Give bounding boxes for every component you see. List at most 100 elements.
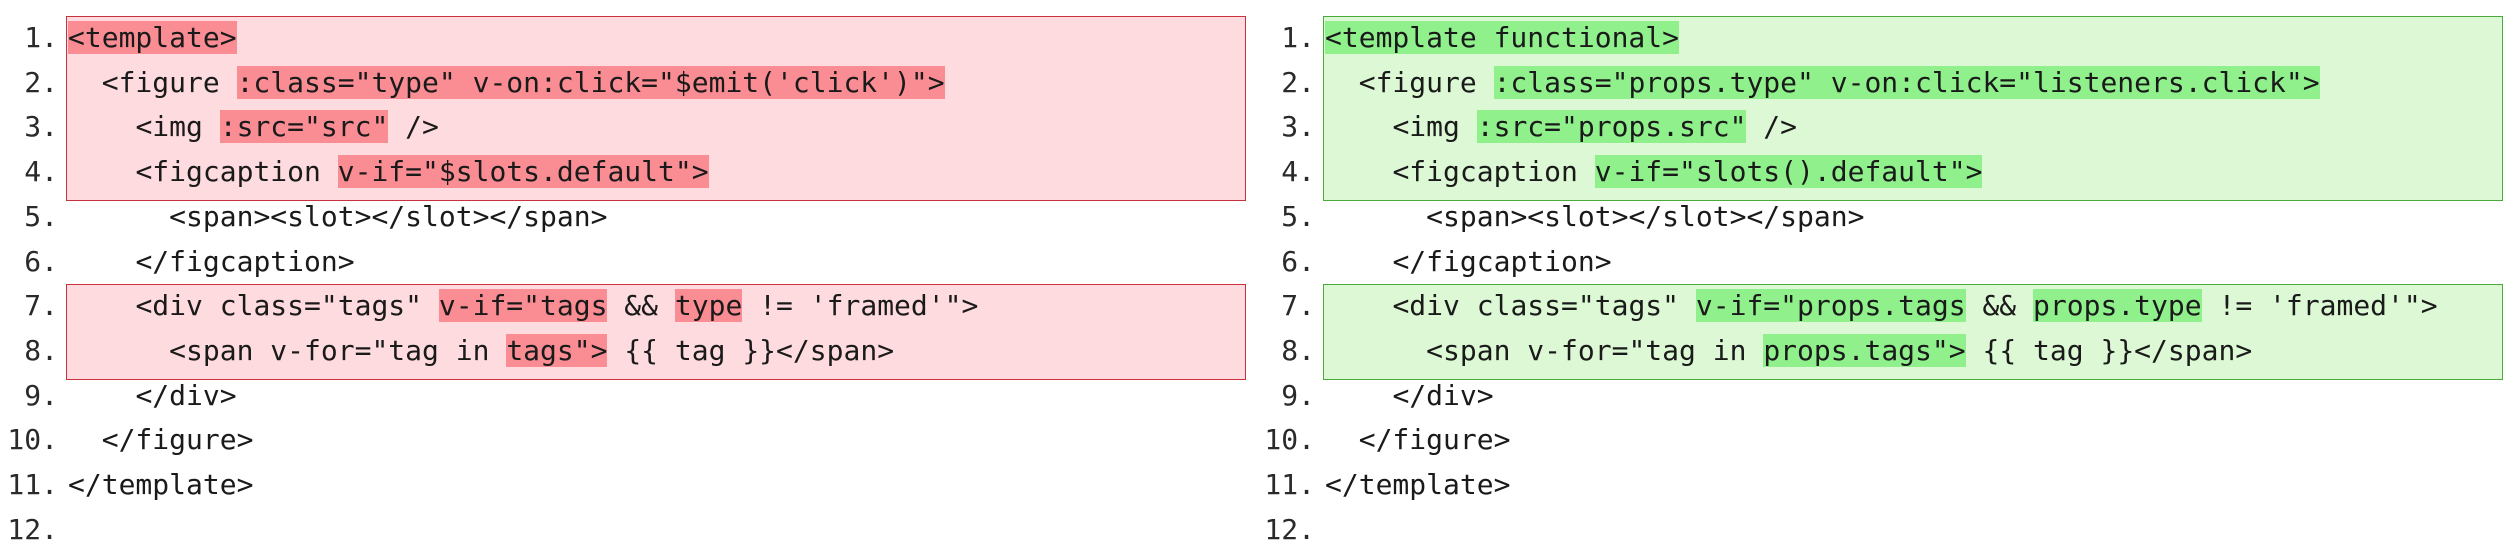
line-code: <span><slot></slot></span> — [68, 199, 607, 235]
indent — [68, 200, 169, 233]
line-number: 5. — [1281, 199, 1315, 233]
code-line: 1.<template> — [0, 20, 1250, 56]
changed-token: type — [674, 289, 743, 323]
line-number: 7. — [1281, 289, 1315, 323]
line-number: 12. — [1264, 512, 1315, 546]
line-code: <span><slot></slot></span> — [1325, 199, 1864, 235]
code-token: <figure — [1358, 65, 1494, 99]
line-number: 5. — [24, 199, 58, 233]
code-token: </figcaption> — [135, 244, 355, 278]
code-line: 5. <span><slot></slot></span> — [0, 199, 1250, 235]
code-token: /> — [1746, 110, 1798, 144]
code-token: != 'framed'"> — [742, 289, 979, 323]
code-token: != 'framed'"> — [2201, 289, 2438, 323]
line-code: </figure> — [1325, 422, 1511, 458]
indent — [1325, 155, 1392, 188]
indent — [1325, 200, 1426, 233]
code-token: <img — [135, 110, 220, 144]
line-number: 8. — [24, 333, 58, 367]
code-token: {{ tag }}</span> — [1965, 333, 2253, 367]
indent — [68, 110, 135, 143]
indent — [1325, 66, 1359, 99]
code-line: 11.</template> — [0, 467, 1250, 503]
line-number: 8. — [1281, 333, 1315, 367]
line-code: </template> — [68, 467, 253, 503]
changed-token: tags"> — [506, 333, 608, 367]
code-line: 9. </div> — [1257, 378, 2507, 414]
line-code: <template functional> — [1325, 20, 1680, 56]
code-line: 5. <span><slot></slot></span> — [1257, 199, 2507, 235]
indent — [1325, 245, 1392, 278]
line-code: </figure> — [68, 422, 254, 458]
changed-token: props.tags"> — [1763, 333, 1966, 367]
line-number: 3. — [1281, 110, 1315, 144]
line-number: 4. — [24, 155, 58, 189]
code-token: </figcaption> — [1392, 244, 1612, 278]
code-line: 11.</template> — [1257, 467, 2507, 503]
code-token: && — [1965, 289, 2034, 323]
indent — [68, 245, 135, 278]
line-code: <figure :class="props.type" v-on:click="… — [1325, 65, 2320, 101]
line-code: <figcaption v-if="slots().default"> — [1325, 154, 1983, 190]
code-line: 4. <figcaption v-if="slots().default"> — [1257, 154, 2507, 190]
line-code: <div class="tags" v-if="props.tags && pr… — [1325, 288, 2438, 324]
code-token: <span v-for="tag in — [169, 333, 507, 367]
line-code: </figcaption> — [1325, 244, 1612, 280]
indent — [68, 155, 135, 188]
code-line: 7. <div class="tags" v-if="props.tags &&… — [1257, 288, 2507, 324]
changed-token: v-if="$slots.default"> — [337, 155, 709, 189]
changed-token: :class="type" v-on:click="$emit('click')… — [236, 65, 945, 99]
line-code: </template> — [1325, 467, 1510, 503]
code-line: 3. <img :src="props.src" /> — [1257, 109, 2507, 145]
code-token: <figcaption — [135, 155, 338, 189]
code-line: 2. <figure :class="type" v-on:click="$em… — [0, 65, 1250, 101]
removed-hunk — [66, 284, 1246, 380]
code-line: 8. <span v-for="tag in props.tags"> {{ t… — [1257, 333, 2507, 369]
line-number: 10. — [1264, 423, 1315, 457]
code-token: </figure> — [101, 423, 254, 457]
line-number: 6. — [1281, 244, 1315, 278]
code-line: 3. <img :src="src" /> — [0, 109, 1250, 145]
code-token: && — [607, 289, 675, 323]
code-token: </div> — [135, 378, 237, 412]
line-code: </div> — [68, 378, 237, 414]
changed-token: v-if="slots().default"> — [1594, 155, 1983, 189]
line-number: 4. — [1281, 155, 1315, 189]
code-line: 12. — [1257, 512, 2507, 548]
code-token: <img — [1392, 110, 1477, 144]
code-token: </template> — [1325, 468, 1511, 501]
indent — [68, 334, 169, 367]
indent — [68, 66, 102, 99]
diff-pane-before: 1.<template> 2. <figure :class="type" v-o… — [0, 0, 1257, 546]
changed-token: props.type — [2033, 289, 2202, 323]
code-token: </div> — [1392, 378, 1494, 412]
changed-token: <template functional> — [1325, 21, 1680, 54]
line-number: 1. — [1281, 21, 1315, 54]
indent — [1325, 379, 1392, 412]
indent — [68, 423, 102, 456]
code-token: </template> — [68, 468, 254, 501]
line-number: 9. — [24, 378, 58, 412]
code-line: 4. <figcaption v-if="$slots.default"> — [0, 154, 1250, 190]
line-number: 2. — [24, 65, 58, 99]
indent — [1325, 334, 1426, 367]
line-number: 1. — [24, 21, 58, 54]
code-line: 1. <template functional> — [1257, 20, 2507, 56]
line-code: <span v-for="tag in tags"> {{ tag }}</sp… — [68, 333, 894, 369]
line-number: 10. — [7, 423, 58, 457]
line-number: 7. — [24, 289, 58, 323]
code-line: 10. </figure> — [1257, 422, 2507, 458]
code-line: 7. <div class="tags" v-if="tags && type … — [0, 288, 1250, 324]
indent — [1325, 289, 1392, 322]
indent — [1325, 423, 1359, 456]
line-number: 3. — [24, 110, 58, 144]
line-code: <img :src="src" /> — [68, 109, 439, 145]
line-code: </div> — [1325, 378, 1494, 414]
indent — [68, 289, 135, 322]
line-number: 12. — [7, 512, 58, 546]
line-code: <figure :class="type" v-on:click="$emit(… — [68, 65, 945, 101]
code-line: 6. </figcaption> — [0, 244, 1250, 280]
changed-token: :src="props.src" — [1476, 110, 1747, 144]
code-line: 12. — [0, 512, 1250, 548]
